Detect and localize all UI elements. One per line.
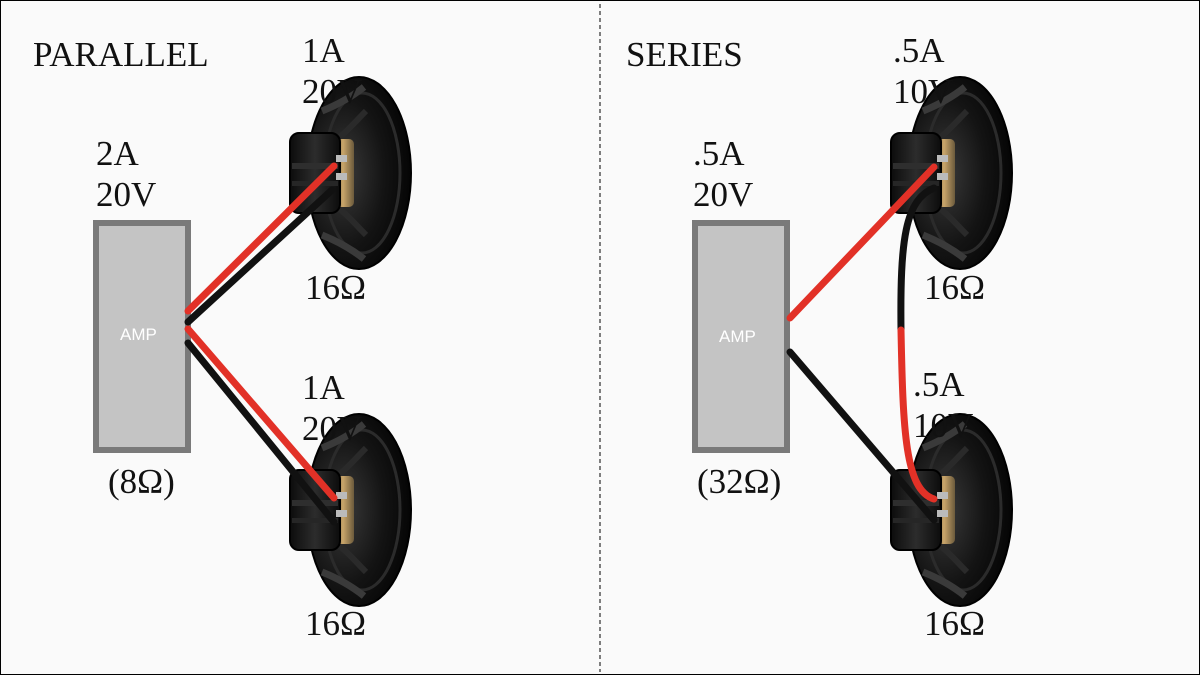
series-amp-label: AMP [719,327,756,346]
series-amp-box [692,220,790,453]
parallel-amp-readout: 2A 20V [96,133,156,215]
series-speaker-bottom-voltage: 10V [913,406,974,445]
series-speaker-bottom-impedance: 16Ω [924,604,986,643]
parallel-wires [184,162,338,526]
parallel-speaker-top-readout: 1A 20V [302,30,362,112]
series-speaker-top-readout: .5A 10V [893,30,953,112]
parallel-amp-box [93,220,191,453]
series-amp-impedance: (32Ω) [697,462,782,501]
parallel-wire-negative-bottom [184,339,338,526]
parallel-speaker-top-current: 1A [302,31,345,70]
parallel-wire-positive-top [184,162,338,315]
series-title: SERIES [626,35,743,74]
series-amp-voltage: 20V [693,175,754,214]
parallel-speaker-top-voltage: 20V [302,72,363,111]
parallel-speaker-top-impedance: 16Ω [305,268,367,307]
series-speaker-bottom-current: .5A [913,365,965,404]
series-speaker-top-current: .5A [893,31,945,70]
series-wires [786,163,938,524]
series-speaker-top-impedance: 16Ω [924,268,986,307]
parallel-speaker-bottom-current: 1A [302,368,345,407]
series-speaker-bottom-readout: .5A 10V [913,364,973,446]
series-jumper-black [897,184,938,334]
parallel-amp-label: AMP [120,325,157,344]
parallel-wire-positive-bottom [184,325,338,502]
series-wire-positive [786,163,938,322]
series-jumper-red [897,326,938,503]
series-amp-current: .5A [693,134,745,173]
series-wire-negative [786,348,938,524]
parallel-speaker-bottom-impedance: 16Ω [305,604,367,643]
parallel-speaker-bottom-voltage: 20V [302,409,363,448]
parallel-speaker-bottom-readout: 1A 20V [302,367,362,449]
parallel-title: PARALLEL [33,35,209,74]
parallel-amp-current: 2A [96,134,139,173]
series-speaker-top-voltage: 10V [893,72,954,111]
parallel-amp-impedance: (8Ω) [108,462,175,501]
parallel-amp-voltage: 20V [96,175,157,214]
series-amp-readout: .5A 20V [693,133,753,215]
parallel-wire-negative-top [184,186,336,326]
